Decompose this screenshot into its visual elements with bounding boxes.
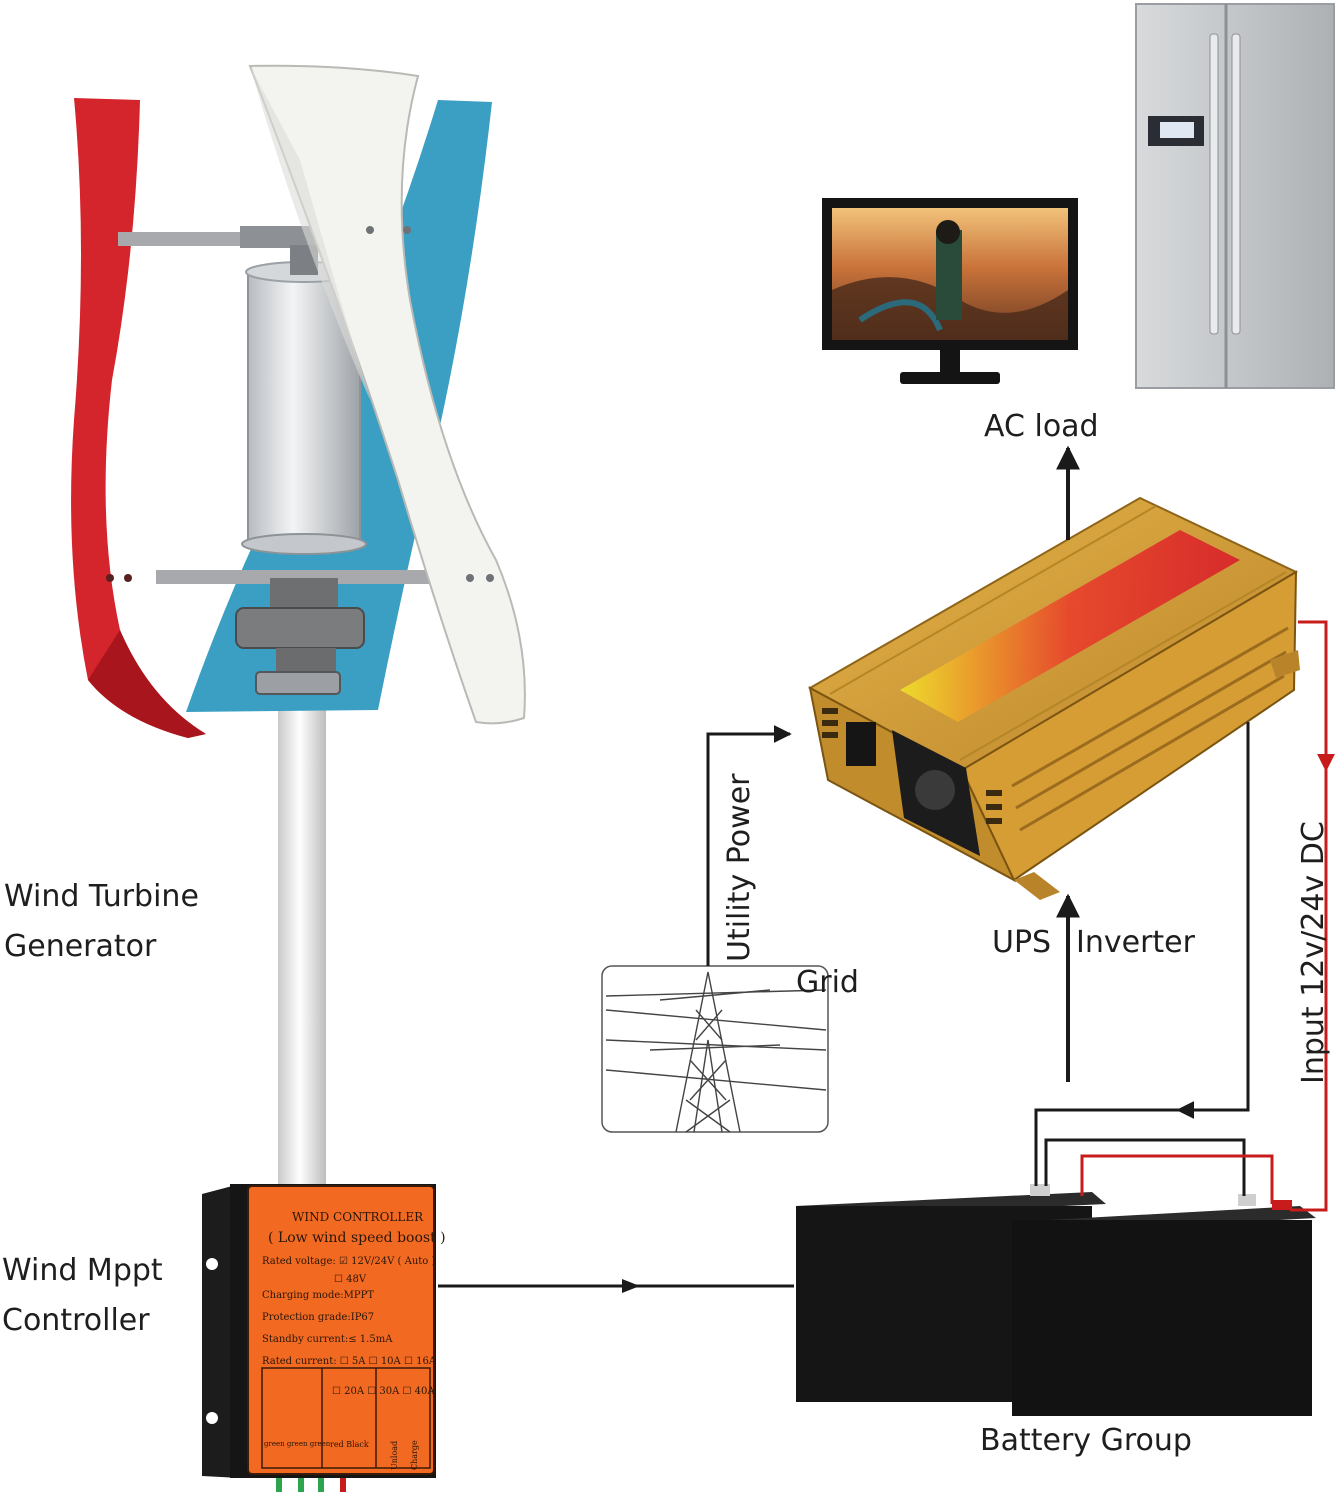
input-dc-label: Input 12v/24v DC	[1296, 821, 1331, 1084]
controller-subtitle: ( Low wind speed boost )	[268, 1230, 446, 1246]
utility-power-label: Utility Power	[722, 773, 757, 962]
power-tower-icon	[601, 965, 829, 1133]
grid-label: Grid	[796, 965, 859, 1000]
vertical-axis-wind-turbine-icon	[71, 64, 526, 1210]
inverter-to-battery-black-wire	[1034, 722, 1250, 1196]
wind-turbine-label-line1: Wind Turbine	[4, 879, 199, 914]
controller-title: WIND CONTROLLER	[292, 1210, 424, 1224]
refrigerator-icon	[1135, 3, 1335, 389]
red-blade	[71, 98, 206, 738]
controller-rated-voltage: Rated voltage: ☑ 12V/24V ( Auto )	[262, 1256, 436, 1267]
inverter-icon	[807, 496, 1300, 900]
inverter-label: Inverter	[1076, 925, 1195, 960]
wind-turbine-label: Wind Turbine Generator	[4, 872, 199, 972]
controller-charge-label: Charge	[410, 1440, 419, 1470]
controller-to-battery-wire	[438, 1279, 794, 1293]
controller-protection: Protection grade:IP67	[262, 1312, 375, 1323]
wind-controller-icon	[202, 1184, 436, 1492]
controller-standby: Standby current:≤ 1.5mA	[262, 1334, 393, 1345]
utility-power-wire	[706, 725, 792, 966]
controller-unload-label: Unload	[390, 1440, 399, 1470]
dc-input-red-wire	[1080, 620, 1335, 1212]
wind-mppt-label: Wind Mppt Controller	[2, 1246, 163, 1346]
ac-load-label: AC load	[984, 409, 1099, 444]
controller-wire-labels: green green green	[264, 1440, 331, 1448]
wind-turbine-label-line2: Generator	[4, 929, 157, 964]
controller-rated-voltage-alt: ☐ 48V	[334, 1274, 367, 1285]
monitor-icon	[822, 198, 1078, 384]
turbine-pole	[278, 690, 326, 1210]
battery-group-label: Battery Group	[980, 1423, 1192, 1458]
wind-mppt-label-line1: Wind Mppt	[2, 1253, 163, 1288]
controller-rated-current-2: ☐ 20A ☐ 30A ☐ 40A	[332, 1386, 435, 1397]
controller-charging-mode: Charging mode:MPPT	[262, 1290, 375, 1301]
wind-mppt-label-line2: Controller	[2, 1303, 150, 1338]
battery-icon	[796, 1184, 1316, 1416]
controller-rated-current: Rated current: ☐ 5A ☐ 10A ☐ 16A	[262, 1356, 437, 1367]
controller-pole-labels: red Black	[330, 1440, 369, 1449]
ups-label: UPS	[992, 925, 1052, 960]
